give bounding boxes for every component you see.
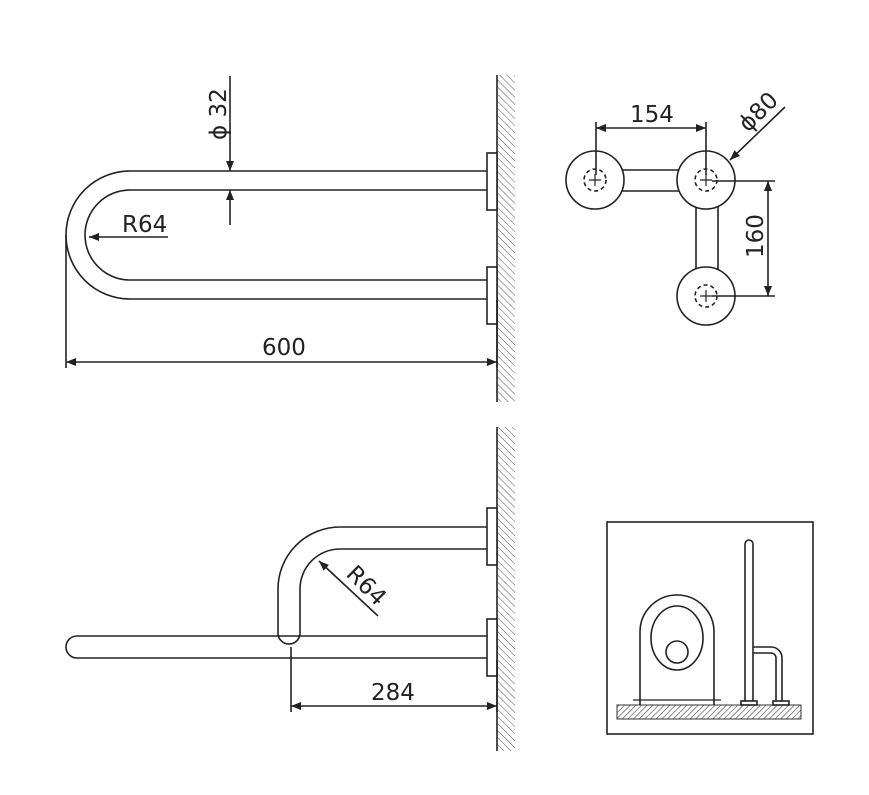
illustration-frame [606,521,814,735]
pipe-diameter-label: ϕ 32 [206,88,232,140]
flange-view [565,106,786,326]
side-flange-upper [486,507,498,566]
top-bend-radius-label: R64 [122,212,167,238]
toilet-body [639,594,715,705]
small-folded-bar [753,646,783,703]
vertical-grab-bar [744,539,754,706]
overall-length-label: 600 [262,335,306,361]
swing-length-label: 284 [371,680,415,706]
floor [616,704,802,720]
usage-illustration [606,521,814,735]
flange-diameter-label: ϕ80 [734,87,784,137]
side-folded-bar [277,526,487,645]
wall-top [497,75,515,402]
flange-spacing-horizontal-label: 154 [630,102,674,128]
side-view [65,427,515,751]
side-bend-radius-label: R64 [341,561,391,611]
wall-side [497,427,515,751]
side-horizontal-bar [65,635,487,659]
flange-spacing-vertical-label: 160 [743,214,769,258]
side-flange-lower [486,618,498,677]
top-flange-lower [486,266,498,325]
top-flange-upper [486,152,498,211]
top-view [65,75,515,402]
toilet-with-grab-bar-icon [633,539,790,706]
top-grab-bar-inner [84,189,487,281]
